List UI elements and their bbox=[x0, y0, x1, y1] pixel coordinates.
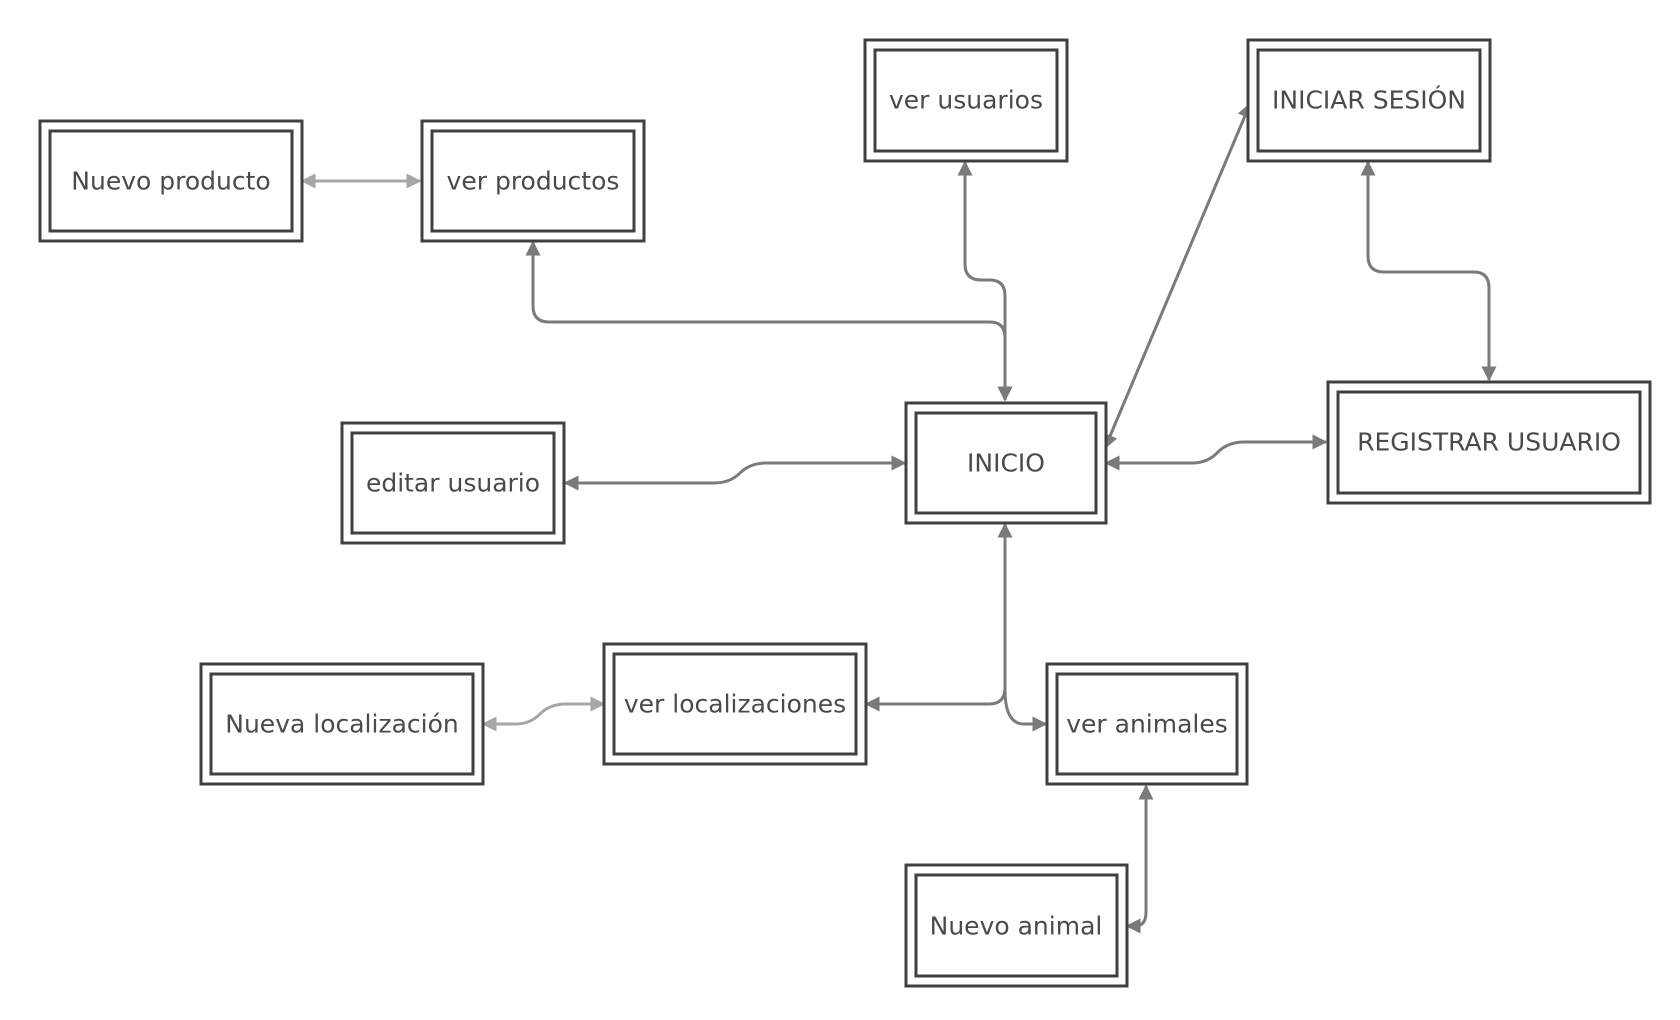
edge-nuevo-animal-ver-animales bbox=[1125, 784, 1154, 934]
edge-ver-productos-inicio bbox=[525, 240, 1013, 402]
node-label: Nueva localización bbox=[225, 710, 458, 739]
node-label: editar usuario bbox=[366, 469, 540, 498]
node-label: ver localizaciones bbox=[624, 690, 846, 719]
node-label: ver animales bbox=[1066, 710, 1228, 739]
node-editar-usuario: editar usuario bbox=[340, 421, 566, 545]
edge-inicio-iniciar-sesion bbox=[1103, 102, 1252, 450]
node-label: Nuevo producto bbox=[71, 167, 270, 196]
node-ver-localizaciones: ver localizaciones bbox=[602, 642, 868, 766]
edge-ver-usuarios-inicio bbox=[957, 160, 1013, 402]
node-label: Nuevo animal bbox=[930, 912, 1103, 941]
node-ver-productos: ver productos bbox=[420, 119, 646, 243]
edge-inicio-ver-localizaciones bbox=[864, 522, 1013, 712]
edge-nueva-localizacion-ver-localizaciones bbox=[481, 696, 606, 732]
node-nuevo-producto: Nuevo producto bbox=[38, 119, 304, 243]
node-ver-usuarios: ver usuarios bbox=[863, 38, 1069, 163]
node-registrar-usuario: REGISTRAR USUARIO bbox=[1326, 380, 1652, 505]
node-nuevo-animal: Nuevo animal bbox=[904, 863, 1129, 988]
node-label: INICIAR SESIÓN bbox=[1272, 85, 1466, 115]
node-label: ver usuarios bbox=[889, 86, 1043, 115]
node-ver-animales: ver animales bbox=[1045, 662, 1249, 786]
node-nueva-localizacion: Nueva localización bbox=[199, 662, 485, 786]
edge-editar-usuario-inicio bbox=[563, 455, 907, 491]
node-inicio: INICIO bbox=[904, 401, 1108, 525]
node-iniciar-sesion: INICIAR SESIÓN bbox=[1246, 38, 1492, 163]
edge-iniciar-sesion-registrar-usuario bbox=[1360, 160, 1497, 382]
node-label: INICIO bbox=[967, 449, 1045, 478]
node-label: ver productos bbox=[447, 167, 620, 196]
node-label: REGISTRAR USUARIO bbox=[1357, 428, 1621, 457]
edge-inicio-ver-animales bbox=[1003, 689, 1048, 732]
edge-inicio-registrar-usuario bbox=[1104, 434, 1328, 471]
